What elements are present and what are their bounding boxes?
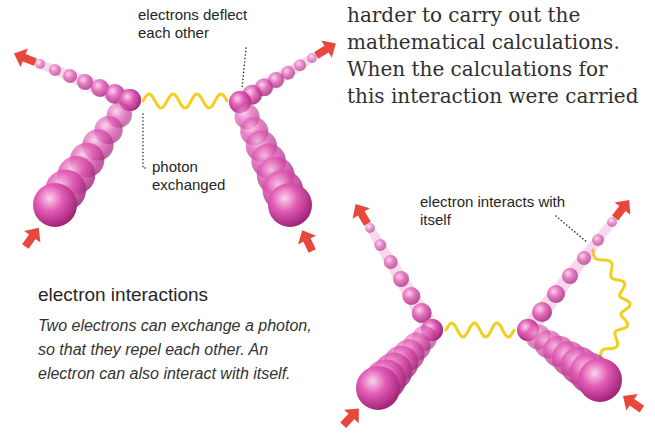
electron-ball	[577, 251, 591, 265]
electron-trail	[367, 226, 440, 335]
motion-arrow	[17, 222, 47, 252]
electron-ball	[294, 59, 306, 71]
electron-ball	[607, 217, 617, 227]
motion-arrow	[607, 194, 637, 224]
caption-heading: electron interactions	[38, 283, 208, 306]
electron-ball	[578, 358, 622, 402]
electron-ball	[402, 287, 420, 305]
electron-ball	[77, 74, 93, 90]
callout-label: photon exchanged	[152, 158, 244, 194]
photon-wave	[143, 94, 227, 108]
callout-label: electron interacts with itself	[420, 193, 570, 229]
electron-ball	[547, 285, 565, 303]
electron-ball	[365, 223, 375, 233]
electron-ball	[63, 69, 77, 83]
electron-trail	[521, 220, 615, 336]
electron-ball	[33, 183, 77, 227]
electron-ball	[592, 234, 604, 246]
electron-ball	[268, 183, 312, 227]
body-text: harder to carry out the mathematical cal…	[347, 2, 649, 110]
electron-ball	[307, 53, 317, 63]
electron-ball	[384, 255, 398, 269]
electron-ball	[35, 59, 45, 69]
motion-arrow	[10, 44, 39, 71]
electron-ball	[356, 366, 400, 410]
electron-ball	[393, 271, 409, 287]
motion-arrow	[336, 402, 366, 432]
motion-arrow	[617, 388, 647, 418]
motion-arrow	[293, 226, 321, 255]
electron-ball	[532, 302, 552, 322]
photon-wave	[446, 323, 514, 337]
motion-arrow	[347, 199, 376, 229]
self-interaction-wave	[590, 250, 630, 368]
electron-ball	[374, 239, 386, 251]
electron-ball	[49, 64, 61, 76]
leader-line	[556, 216, 588, 243]
electron-ball	[562, 268, 578, 284]
leader-line	[242, 48, 246, 89]
leader-line	[143, 114, 147, 168]
callout-label: electrons deflect each other	[138, 6, 276, 42]
motion-arrow	[311, 35, 341, 64]
caption-text: Two electrons can exchange a photon, so …	[38, 314, 320, 386]
